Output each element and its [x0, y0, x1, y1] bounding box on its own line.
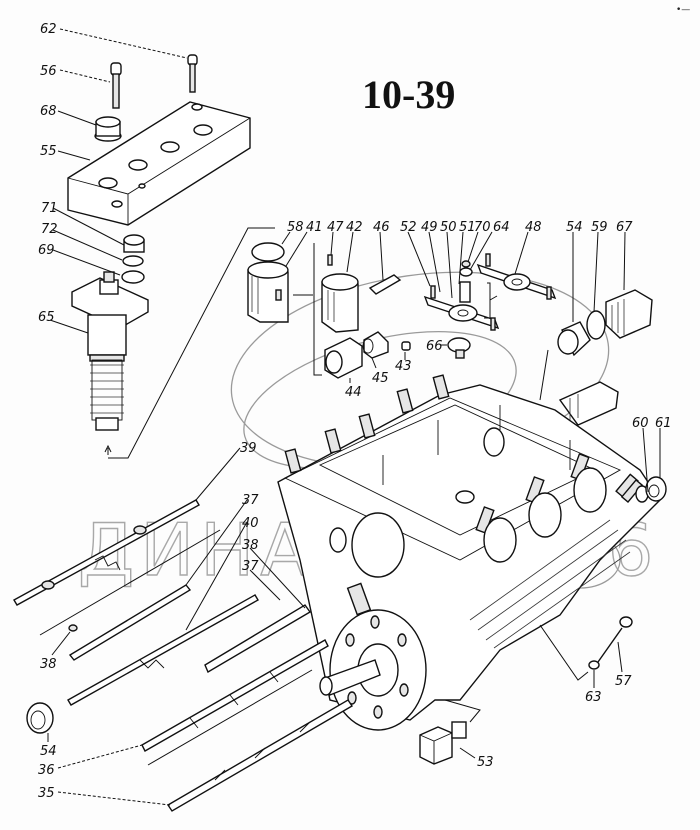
bracket-line-2	[484, 282, 498, 319]
label-52: 52	[400, 220, 417, 235]
page-title: 10-39	[362, 72, 455, 117]
coupling-53	[419, 721, 467, 765]
rack-40	[67, 594, 259, 706]
label-63: 63	[585, 690, 602, 705]
label-41: 41	[306, 220, 323, 235]
cap-58	[251, 242, 285, 262]
label-38-upper: 38	[242, 538, 259, 553]
key-43	[401, 341, 411, 351]
label-55: 55	[40, 144, 57, 159]
plate-49	[423, 285, 500, 331]
label-69: 69	[38, 243, 55, 258]
label-68: 68	[40, 104, 57, 119]
label-39: 39	[240, 441, 257, 456]
camshaft-end	[319, 659, 381, 696]
arrow-head	[104, 444, 112, 453]
assembly-arrow	[107, 227, 275, 459]
label-45: 45	[372, 371, 389, 386]
label-43: 43	[395, 359, 412, 374]
label-36: 36	[38, 763, 55, 778]
pin-47	[327, 254, 333, 266]
label-53: 53	[477, 755, 494, 770]
label-61: 61	[655, 416, 672, 431]
rack-35	[167, 699, 353, 812]
label-51: 51	[459, 220, 476, 235]
bolt-62	[187, 54, 198, 93]
plug-66	[447, 337, 471, 359]
label-38-lower: 38	[40, 657, 57, 672]
sleeve-41	[247, 261, 289, 323]
corner-mark: •—	[676, 5, 690, 15]
sleeve-42	[321, 273, 359, 333]
bushing-45	[362, 331, 389, 359]
rack-axis-line-2	[147, 669, 313, 766]
spring-50	[459, 281, 471, 303]
rack-46	[368, 274, 402, 295]
label-57: 57	[615, 674, 632, 689]
delivery-fitting	[558, 381, 619, 426]
label-50: 50	[440, 220, 457, 235]
label-37-lower: 37	[242, 559, 259, 574]
label-54-top: 54	[566, 220, 583, 235]
label-70: 70	[474, 220, 491, 235]
o-ring-59	[586, 310, 606, 340]
nut-70	[461, 260, 471, 268]
label-71: 71	[41, 201, 58, 216]
injection-section-65	[71, 271, 149, 431]
cover-plate-55	[67, 101, 251, 226]
washer-69	[121, 270, 145, 284]
leader-coupling	[444, 699, 481, 723]
label-65: 65	[38, 310, 55, 325]
rack-37-lower	[204, 604, 312, 674]
gear-rim-44	[324, 337, 363, 379]
label-47: 47	[327, 220, 344, 235]
stud-60	[620, 479, 644, 503]
leader-63-bracket	[539, 624, 589, 681]
screw-57	[597, 616, 633, 663]
bolt-56	[110, 62, 122, 109]
label-35: 35	[38, 786, 55, 801]
label-44: 44	[345, 385, 362, 400]
plug-68	[94, 116, 122, 142]
leader-holder	[539, 349, 549, 401]
valve-holder-67	[605, 289, 653, 339]
rack-37-upper	[68, 584, 192, 661]
nut-61	[645, 476, 667, 502]
label-59: 59	[591, 220, 608, 235]
plate-48	[476, 253, 557, 300]
label-42: 42	[346, 220, 363, 235]
label-67: 67	[616, 220, 633, 235]
label-37-upper: 37	[242, 493, 259, 508]
label-66: 66	[426, 339, 443, 354]
label-64: 64	[493, 220, 510, 235]
cap-54-top	[557, 321, 591, 357]
splined-shaft	[346, 582, 372, 616]
label-54-bottom: 54	[40, 744, 57, 759]
washer-63	[588, 660, 600, 670]
label-56: 56	[40, 64, 57, 79]
label-60: 60	[632, 416, 649, 431]
label-58: 58	[287, 220, 304, 235]
label-48: 48	[525, 220, 542, 235]
rack-axis-line	[39, 529, 221, 636]
rack-39	[13, 499, 200, 606]
label-72: 72	[41, 222, 58, 237]
leader-lines	[47, 28, 661, 806]
rack-36	[141, 639, 329, 752]
label-46: 46	[373, 220, 390, 235]
bracket-line	[313, 243, 322, 376]
label-62: 62	[40, 22, 57, 37]
label-40: 40	[242, 516, 259, 531]
ring-54	[26, 702, 54, 734]
callout-labels: 62 56 68 55 71 72 69 65 58 41 47 42 46 5…	[38, 22, 672, 801]
washer-72	[122, 255, 144, 267]
label-49: 49	[421, 220, 438, 235]
nut-71	[123, 234, 145, 253]
pin-38	[68, 624, 78, 632]
